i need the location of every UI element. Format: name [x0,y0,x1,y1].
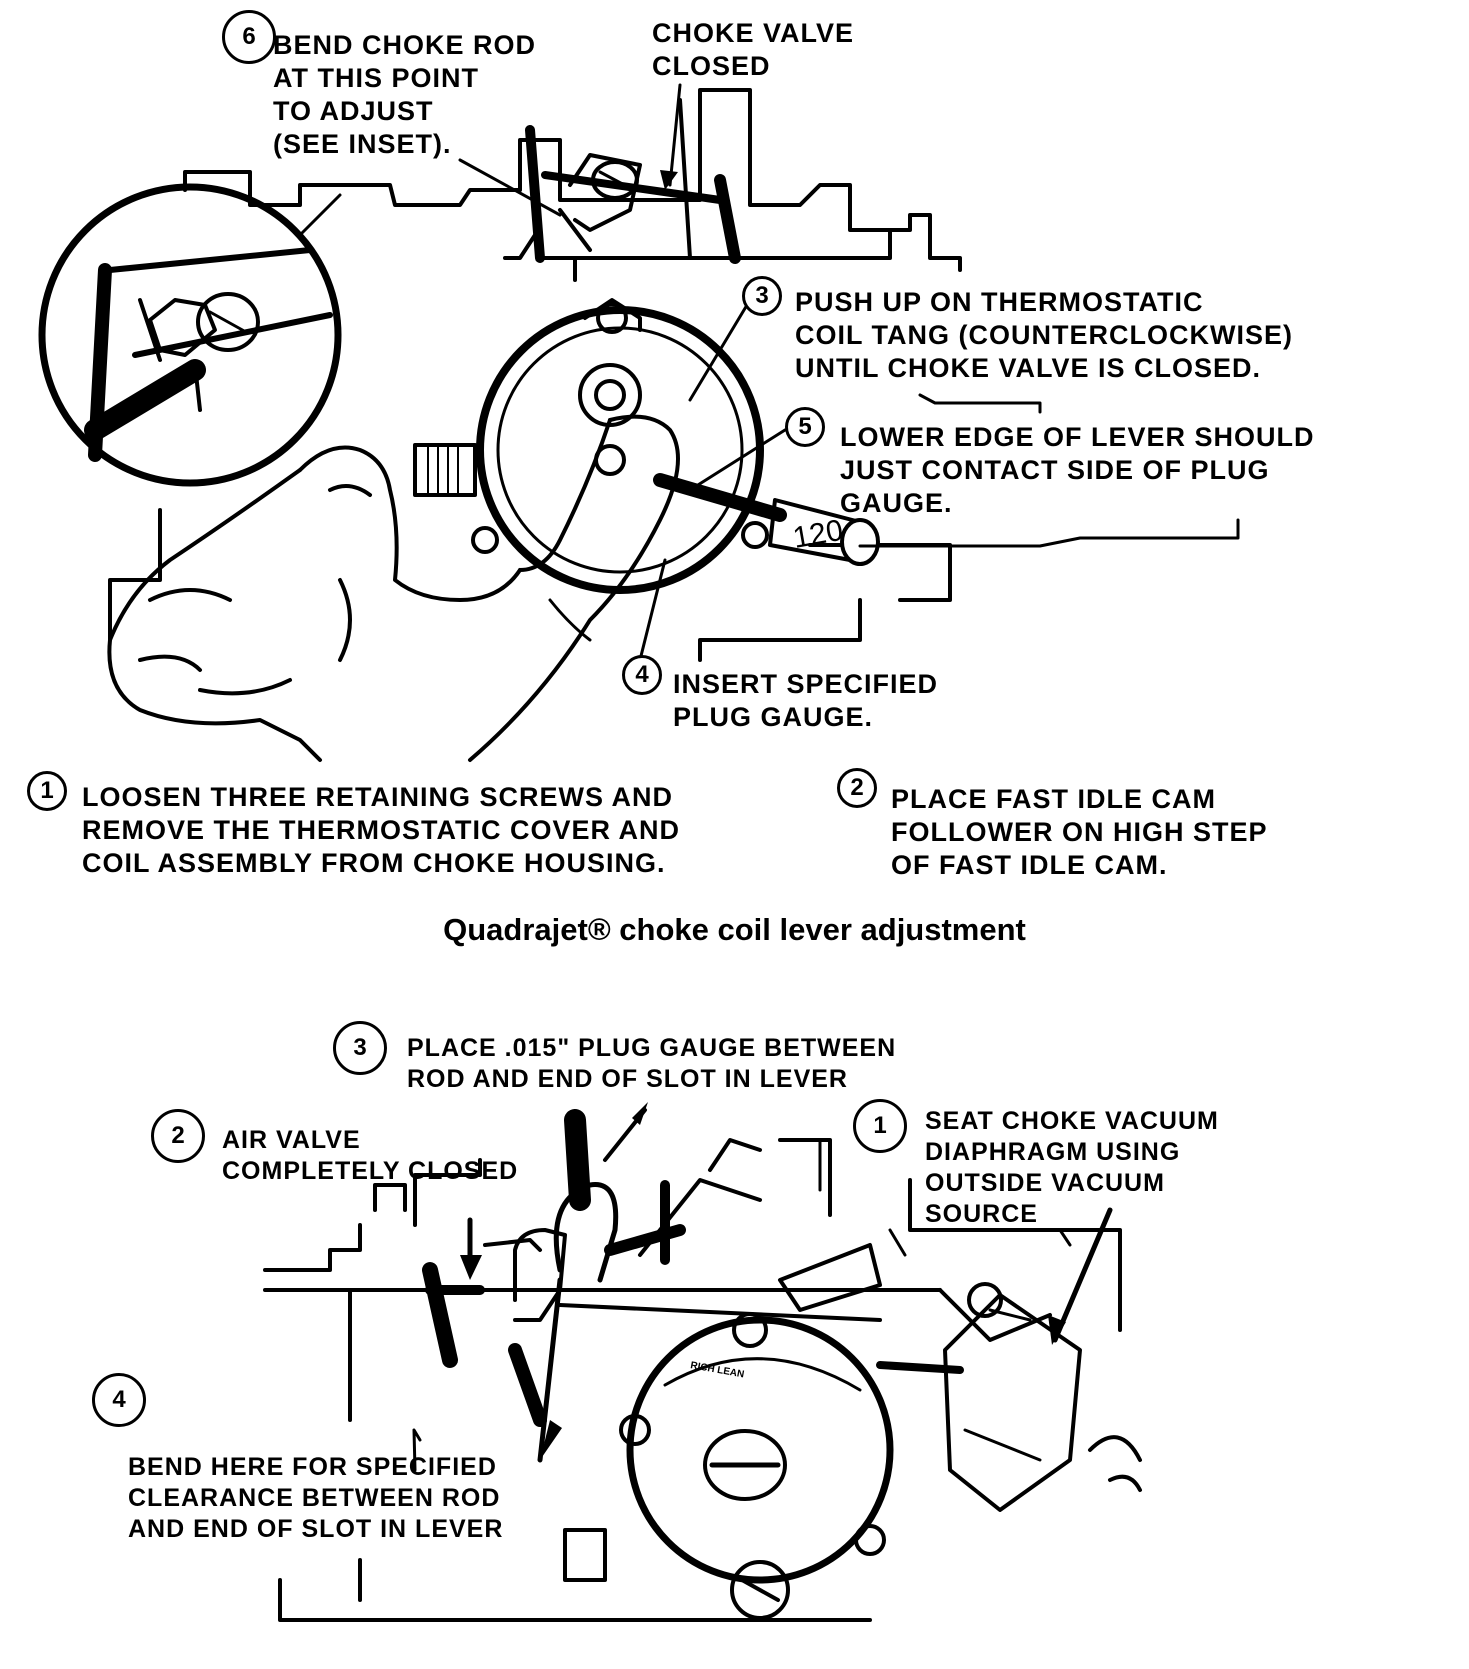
bottom-callout-number-4: 4 [92,1373,146,1427]
air-valve-linkage [430,1120,880,1420]
gauge-marking: 120 [790,514,845,555]
top-leader-lines [300,85,1238,660]
callout-push-up-coil-tang: PUSH UP ON THERMOSTATIC COIL TANG (COUNT… [795,287,1293,383]
inset-detail-circle [42,187,338,483]
bottom-callout-number-2: 2 [151,1109,205,1163]
hand-illustration [109,417,678,760]
arrowheads [460,170,1066,1460]
figure-caption: Quadrajet® choke coil lever adjustment [443,912,1026,947]
callout-place-fast-idle-cam: PLACE FAST IDLE CAM FOLLOWER ON HIGH STE… [891,784,1268,880]
choke-valve-linkage [530,100,735,258]
choke-vacuum-break [565,1245,1140,1618]
choke-housing [415,300,767,590]
callout-number-6: 6 [222,10,276,64]
callout-seat-choke-vacuum-diaphragm: SEAT CHOKE VACUUM DIAPHRAGM USING OUTSID… [925,1107,1219,1228]
callout-number-5: 5 [785,407,825,447]
bottom-callout-number-1: 1 [853,1099,907,1153]
callout-number-1: 1 [27,771,67,811]
callout-air-valve-closed: AIR VALVE COMPLETELY CLOSED [222,1126,519,1185]
plug-gauge [660,480,878,564]
callout-number-4: 4 [622,655,662,695]
callout-choke-valve-closed: CHOKE VALVE CLOSED [652,18,855,81]
callout-insert-plug-gauge: INSERT SPECIFIED PLUG GAUGE. [673,669,939,732]
callout-number-3: 3 [742,276,782,316]
callout-bend-choke-rod: BEND CHOKE ROD AT THIS POINT TO ADJUST (… [273,30,537,159]
callout-place-015-plug-gauge: PLACE .015" PLUG GAUGE BETWEEN ROD AND E… [407,1034,897,1093]
callout-loosen-retaining-screws: LOOSEN THREE RETAINING SCREWS AND REMOVE… [82,782,681,878]
callout-lower-edge-of-lever: LOWER EDGE OF LEVER SHOULD JUST CONTACT … [840,422,1315,518]
bottom-callout-number-3: 3 [333,1021,387,1075]
callout-number-2: 2 [837,768,877,808]
carburetor-bottom-body [265,1140,1120,1620]
callout-bend-here-for-clearance: BEND HERE FOR SPECIFIED CLEARANCE BETWEE… [128,1453,504,1543]
